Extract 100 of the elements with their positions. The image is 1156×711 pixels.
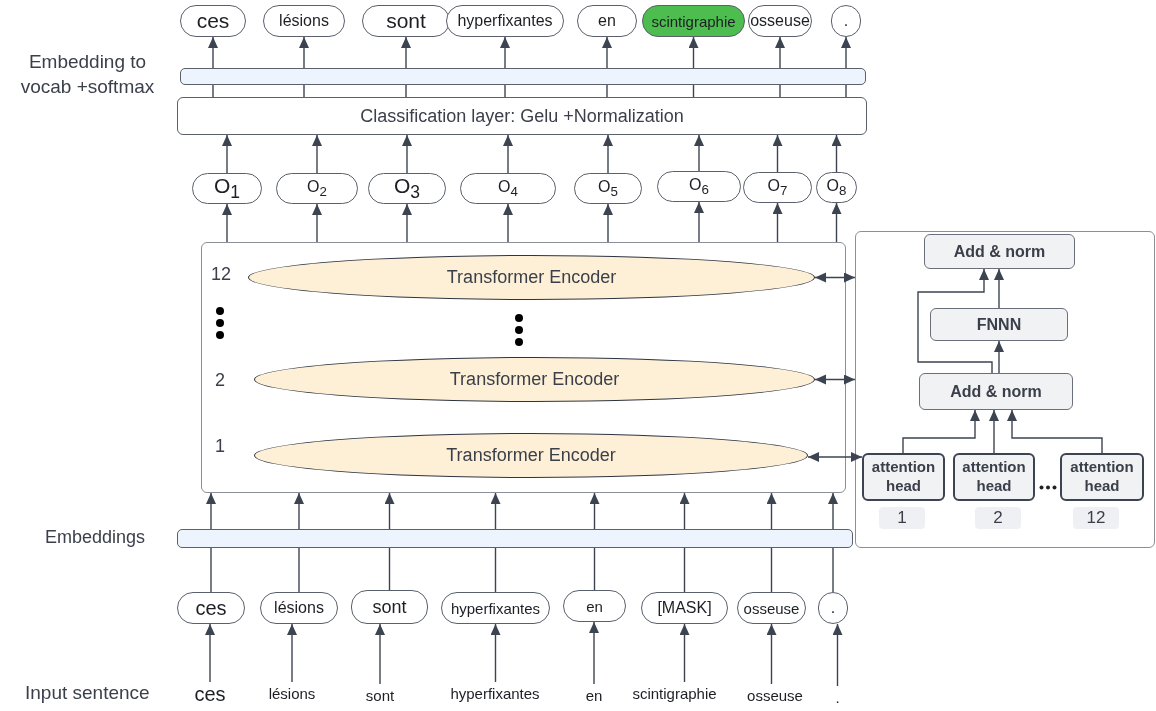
arrow [679,623,690,683]
node-label: sont [371,596,408,618]
token-pill [276,173,358,204]
head-number: 1 [879,507,925,529]
arrow [589,492,600,530]
word-text: en [584,686,604,704]
arrow [807,452,863,462]
arrow [832,623,843,687]
token-pill [748,5,812,37]
node-label: scintigraphie [650,12,737,30]
arrow [490,492,501,530]
arrow [402,134,412,174]
node-label: O$_{7}$ [766,176,789,199]
arrow [902,409,980,454]
node-label: O$_{1}$ [212,173,242,204]
token-pill [460,173,556,204]
word-text: ces [193,682,227,706]
arrow [841,36,851,69]
node-label: Transformer Encoder [445,445,617,466]
arrow [831,202,842,243]
arrow [602,36,612,69]
node-label: O$_{2}$ [306,177,328,200]
arrow [222,203,232,243]
arrow [679,492,690,530]
token-pill [577,5,637,37]
arrow [828,492,838,530]
node-label: . [842,12,850,30]
word-text: hyperfixantes [449,684,541,702]
node-label: sont [385,9,427,33]
layer-box [177,97,867,135]
arrow [222,134,232,174]
arrow [312,134,322,174]
token-pill [831,5,861,37]
token-pill [368,173,446,204]
arrow [503,134,513,174]
node-label: . [829,599,837,617]
node-label: hyperfixantes [456,12,554,30]
encoder-stack-frame [201,242,846,493]
arrow [603,134,613,174]
arrow [917,268,993,374]
side-label: Embedding to vocab +softmax [19,50,156,99]
token-pill [818,592,848,624]
token-pill [642,5,745,37]
arrow [294,492,304,530]
node-label: O$_{3}$ [392,173,422,204]
arrow [490,623,501,683]
word-text: scintigraphie [631,684,718,702]
arrow [208,36,218,69]
token-pill [192,173,262,204]
node-label: Classification layer: Gelu +Normalization [359,105,685,127]
token-pill [563,590,626,622]
arrow [500,36,510,69]
node-label: en [585,597,604,615]
node-label: FNNN [975,315,1023,334]
token-pill [351,590,428,624]
arrow [775,36,785,69]
token-pill [657,171,741,202]
arrow [766,623,777,685]
node-label: Add & norm [949,382,1043,401]
node-label: ces [195,9,231,33]
token-pill [177,592,245,624]
node-label: lésions [273,599,325,617]
node-label: lésions [278,12,330,30]
arrow [589,621,599,685]
token-pill [446,5,564,37]
word-text: lésions [267,684,317,702]
arrow [766,492,777,530]
node-label: [MASK] [656,599,713,617]
token-pill [180,5,246,37]
panel-background [855,231,1155,548]
node-label: osseuse [749,12,811,30]
row-label: Input sentence [25,682,150,704]
node-label: O$_{8}$ [825,176,848,199]
arrow [402,203,412,243]
side-label: 12 [210,263,232,287]
layer-box [924,234,1075,269]
arrow [287,623,297,683]
layer-box [919,373,1073,410]
arrow [694,134,704,172]
token-pill [362,5,450,37]
arrow [989,409,999,454]
arrow [814,374,856,385]
attention-head-box [953,453,1035,501]
node-label: O$_{6}$ [688,175,710,198]
arrow [994,268,1004,309]
node-label: O$_{5}$ [597,177,619,200]
arrow [772,202,783,243]
embedding-bar [180,68,866,85]
arrow [375,623,385,685]
arrow [401,36,411,69]
node-label: en [597,12,617,30]
arrow [603,203,613,243]
arrow [384,492,395,530]
layer-box [930,308,1068,341]
node-label: Transformer Encoder [445,267,618,288]
token-pill [816,172,857,203]
token-pill [574,173,642,204]
token-pill [641,592,728,624]
arrow [205,623,215,683]
side-label: 1 [214,435,226,459]
